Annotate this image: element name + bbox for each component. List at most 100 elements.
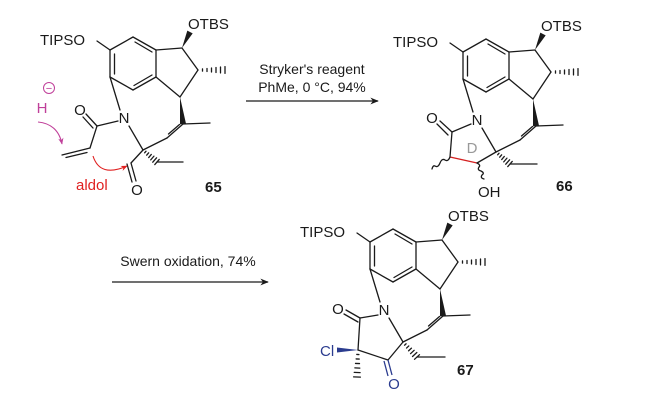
- wedge-bond: [442, 222, 453, 240]
- bond: [128, 125, 144, 151]
- reaction-arrow-1: Stryker's reagent PhMe, 0 °C, 94%: [246, 61, 379, 105]
- tipso-label: TIPSO: [40, 32, 85, 49]
- bond: [369, 228, 394, 243]
- hydride-annotation: − H: [37, 82, 64, 145]
- wedge-bond: [533, 99, 539, 127]
- oxygen-label: O: [74, 102, 86, 119]
- chlorine-label: Cl: [320, 343, 334, 360]
- bond: [485, 78, 510, 93]
- bond: [96, 40, 111, 51]
- bond: [142, 137, 168, 151]
- bond: [182, 122, 211, 125]
- minus-sign: −: [46, 83, 52, 95]
- core-skeleton: [356, 222, 486, 343]
- hashed-bond-group: [496, 152, 513, 168]
- bond: [402, 329, 428, 343]
- hashed-bond: [143, 150, 147, 154]
- nitrogen-label: N: [379, 302, 390, 319]
- wedge-bond: [180, 97, 186, 125]
- reaction-arrow-2: Swern oxidation, 74%: [112, 253, 269, 286]
- bond: [415, 268, 441, 290]
- bond: [109, 36, 134, 51]
- bond: [167, 123, 181, 135]
- tipso-label: TIPSO: [393, 34, 438, 51]
- bond: [495, 139, 521, 153]
- oxygen-label: O: [426, 110, 438, 127]
- reagent-label: Stryker's reagent: [259, 61, 364, 77]
- nitrogen-label: N: [472, 112, 483, 129]
- hydroxyl-label: OH: [478, 184, 501, 201]
- hydride-label: H: [37, 100, 48, 117]
- bond: [394, 233, 413, 245]
- hashed-bond: [496, 152, 500, 156]
- wedge-bond: [535, 32, 546, 50]
- bond: [481, 127, 497, 153]
- aldehyde-ethyl: [126, 149, 184, 183]
- new-cc-bond: [449, 156, 478, 164]
- ring-d-label: D: [467, 140, 478, 157]
- bond: [392, 228, 417, 243]
- bond: [485, 38, 510, 53]
- hashed-bond: [403, 343, 407, 346]
- bond: [427, 315, 441, 327]
- reagent-label: Swern oxidation, 74%: [120, 253, 255, 269]
- hashed-bond: [499, 154, 503, 158]
- hashed-bond: [505, 159, 511, 165]
- compound-67: TIPSO OTBS N O Cl O 67: [300, 208, 489, 393]
- bond: [134, 41, 153, 53]
- bond: [508, 78, 534, 100]
- conditions-label: PhMe, 0 °C, 94%: [258, 79, 366, 95]
- bond: [442, 314, 471, 317]
- hashed-bond: [501, 155, 505, 161]
- bond: [449, 42, 464, 53]
- bond: [369, 268, 381, 303]
- bond: [181, 47, 199, 71]
- hydride-arrow: [37, 121, 64, 145]
- bond: [166, 123, 184, 139]
- tipso-label: TIPSO: [300, 224, 345, 241]
- bond: [356, 232, 371, 243]
- core-skeleton: [96, 30, 226, 151]
- hashed-bond: [409, 349, 415, 355]
- hashed-bond: [411, 351, 418, 358]
- wedge-bond: [440, 289, 446, 317]
- bond: [393, 266, 413, 279]
- otbs-label: OTBS: [541, 18, 582, 35]
- otbs-label: OTBS: [188, 16, 229, 33]
- bond: [439, 261, 459, 290]
- hashed-bond: [405, 345, 410, 349]
- hashed-bond-group: [352, 353, 362, 378]
- bond: [132, 36, 157, 51]
- compound-number: 67: [457, 362, 474, 379]
- bond: [155, 47, 183, 51]
- compound-number: 65: [205, 179, 222, 196]
- aldol-annotation: aldol: [76, 155, 128, 194]
- bond: [109, 76, 134, 91]
- compound-66: TIPSO OTBS N O D OH 66: [393, 18, 582, 201]
- bond: [426, 315, 444, 331]
- bond: [486, 76, 506, 89]
- core-skeleton: [449, 32, 579, 153]
- hashed-bond: [148, 153, 152, 159]
- bond: [392, 268, 417, 283]
- aldol-arrow: [92, 155, 128, 171]
- bond: [519, 125, 537, 141]
- bond: [520, 125, 534, 137]
- chloro-wedge: [337, 347, 358, 353]
- aldol-label: aldol: [76, 177, 108, 194]
- bond: [535, 124, 564, 127]
- hashed-bond: [150, 155, 155, 161]
- bond: [532, 71, 552, 100]
- bond: [109, 76, 121, 111]
- otbs-label: OTBS: [448, 208, 489, 225]
- bond: [388, 317, 404, 343]
- bond: [462, 78, 474, 113]
- hashed-bond: [146, 152, 150, 156]
- bond: [132, 76, 157, 91]
- bond: [415, 239, 443, 243]
- bond: [487, 43, 506, 55]
- hashed-bond: [407, 347, 413, 352]
- nitrogen-label: N: [119, 110, 130, 127]
- hashed-bond: [503, 157, 508, 163]
- compound-number: 66: [556, 178, 573, 195]
